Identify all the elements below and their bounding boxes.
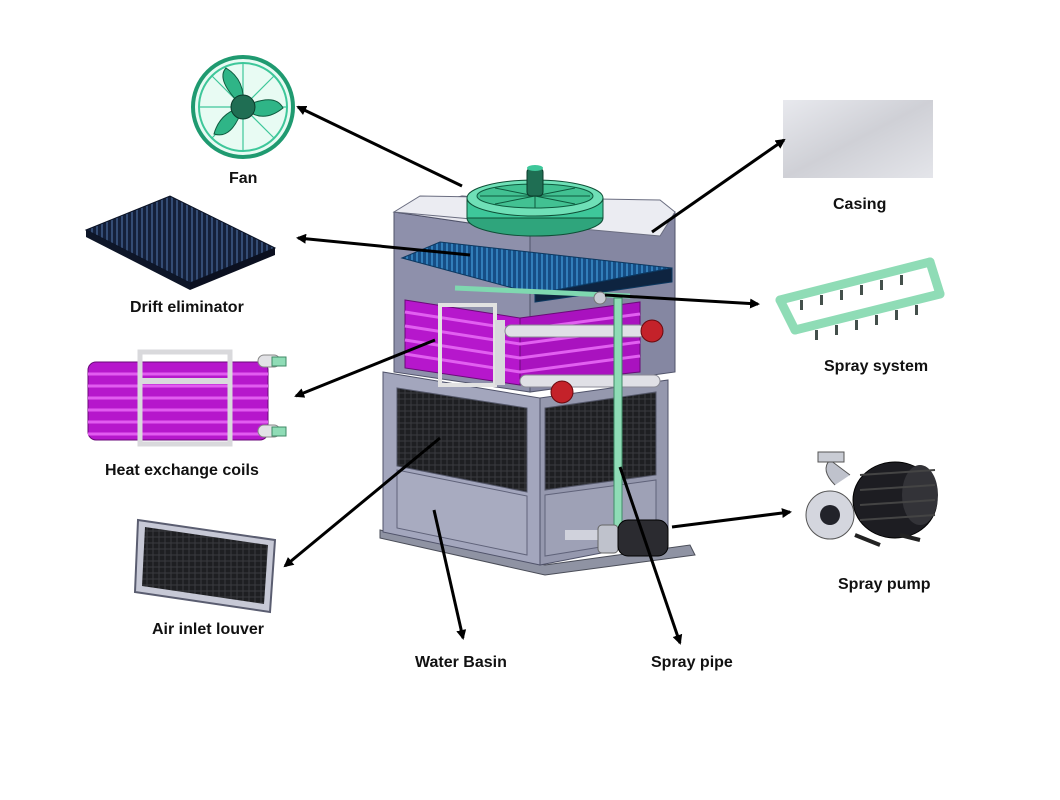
arrow-air-inlet-louver — [283, 436, 441, 568]
casing-illustration — [783, 100, 933, 178]
label-spray-system: Spray system — [824, 358, 929, 375]
label-drift-eliminator: Drift eliminator — [130, 299, 244, 316]
label-air-inlet-louver: Air inlet louver — [152, 621, 265, 638]
label-fan: Fan — [229, 170, 258, 187]
tower-spray-pipe — [613, 297, 623, 534]
cooling-tower — [379, 165, 696, 576]
spray-system-illustration — [775, 257, 945, 340]
arrow-fan — [296, 105, 463, 188]
arrow-spray-pump — [671, 508, 792, 529]
arrow-heat-exchange-coils — [294, 338, 436, 398]
arrow-casing — [651, 138, 786, 234]
arrows — [283, 105, 792, 645]
label-spray-pipe: Spray pipe — [651, 654, 733, 671]
tower-skid-base — [379, 529, 696, 576]
tower-louver-left — [396, 387, 528, 493]
arrow-water-basin — [432, 509, 467, 640]
label-water-basin: Water Basin — [415, 654, 507, 671]
drift-eliminator-illustration — [84, 195, 277, 290]
tower-fan — [466, 165, 604, 237]
label-casing: Casing — [833, 196, 887, 213]
tower-louver-right — [544, 391, 657, 491]
spray-pump-illustration — [805, 451, 938, 547]
arrow-drift-eliminator — [296, 233, 471, 257]
arrow-spray-system — [604, 293, 760, 309]
tower-basin-panel-left — [396, 469, 528, 556]
fan-illustration — [191, 55, 295, 159]
label-heat-exchange-coils: Heat exchange coils — [105, 462, 259, 479]
air-inlet-louver-illustration — [133, 518, 277, 614]
heat-exchange-coils-illustration — [87, 349, 287, 447]
arrow-spray-pipe — [618, 466, 683, 645]
tower-coils — [404, 299, 664, 404]
label-spray-pump: Spray pump — [838, 576, 931, 593]
